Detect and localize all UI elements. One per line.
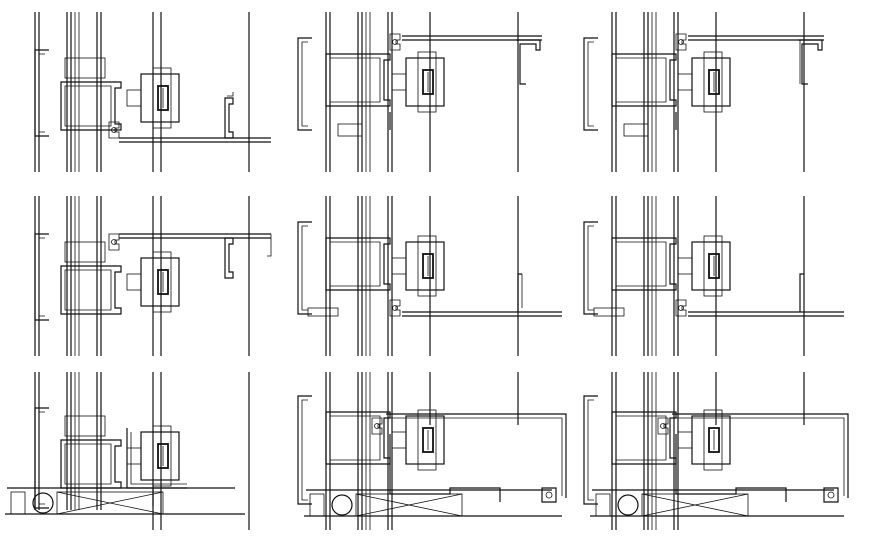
section-detail-r2-c3: [583, 196, 844, 356]
section-detail-r2-c2: [297, 196, 562, 356]
section-detail-r3-c2: [297, 372, 567, 530]
section-detail-r1-c1: [34, 12, 271, 172]
section-detail-r1-c3: [583, 12, 824, 172]
section-detail-r3-c3: [583, 372, 849, 530]
section-detail-r2-c1: [34, 196, 272, 356]
section-detail-r3-c1: [5, 372, 250, 530]
section-detail-r1-c2: [297, 12, 542, 172]
